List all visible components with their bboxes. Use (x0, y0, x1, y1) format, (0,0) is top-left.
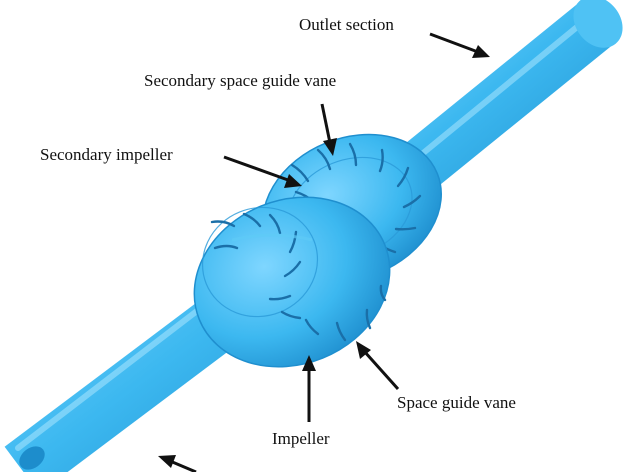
label-space-guide-vane: Space guide vane (397, 393, 516, 412)
arrow-secondary-space-guide-vane (320, 103, 337, 156)
arrow-space-guide-vane (356, 341, 400, 391)
primary-stage (193, 196, 391, 368)
label-outlet-section: Outlet section (299, 15, 394, 34)
primary-vane-slots (210, 212, 387, 342)
arrow-inlet-partial (158, 455, 197, 472)
label-impeller: Impeller (272, 429, 330, 448)
inlet-opening (19, 446, 45, 470)
arrow-outlet-section (429, 32, 490, 58)
label-secondary-space-guide-vane: Secondary space guide vane (144, 71, 337, 90)
label-secondary-impeller: Secondary impeller (40, 145, 173, 164)
secondary-vane-slots (290, 142, 422, 254)
arrow-secondary-impeller (223, 155, 302, 188)
arrow-impeller (302, 355, 316, 422)
annotation-arrows (158, 32, 490, 472)
